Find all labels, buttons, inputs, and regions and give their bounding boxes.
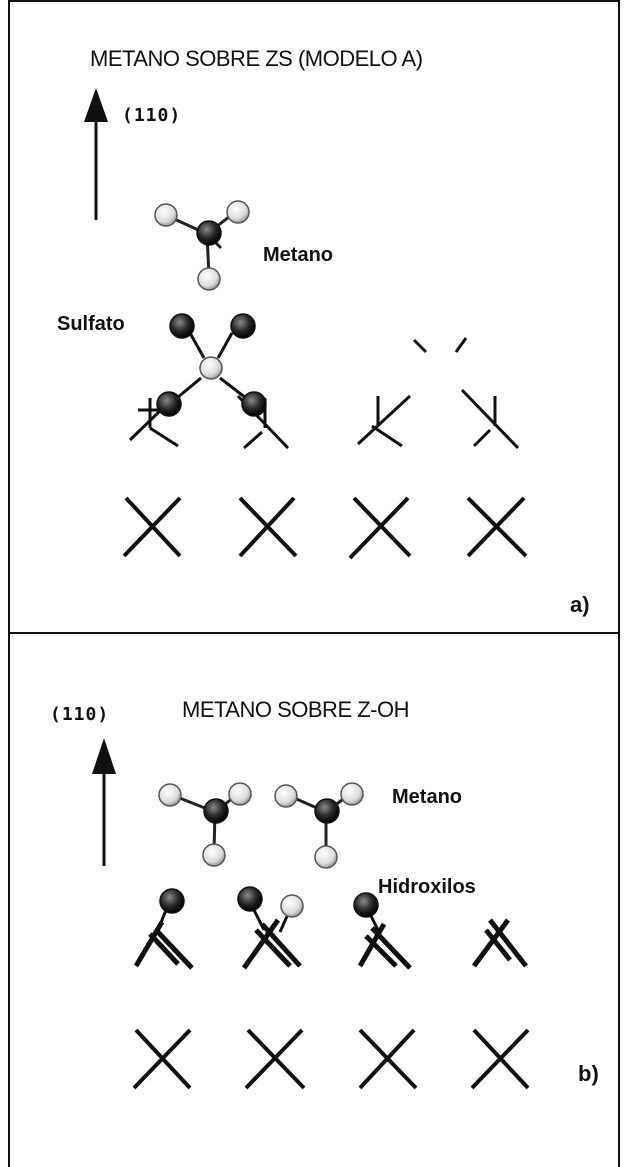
surface-layer-b-bottom — [132, 1028, 530, 1090]
methane-molecule-b2 — [274, 782, 364, 869]
surface-layer-a-bottom — [122, 496, 528, 560]
methane-label-a: Metano — [263, 244, 333, 266]
hydroxyls-label: Hidroxilos — [378, 876, 476, 898]
hydrogen-atom — [228, 782, 252, 806]
hydrogen-atom — [154, 203, 178, 227]
hydrogen-atom — [197, 267, 221, 291]
hydroxyl-hydrogen-atom — [280, 894, 304, 918]
panel-a-title: METANO SOBRE ZS (MODELO A) — [90, 46, 423, 71]
hydrogen-atom — [340, 782, 364, 806]
methane-molecule-b1 — [158, 782, 252, 867]
panel-a-tag: a) — [570, 592, 590, 617]
methane-label-b: Metano — [392, 786, 462, 808]
hydroxyl-oxygen-atom — [353, 892, 379, 918]
oxygen-atom — [169, 313, 195, 339]
panel-b-tag: b) — [578, 1061, 599, 1086]
oxygen-atom — [241, 391, 267, 417]
panel-b — [8, 634, 620, 1167]
oxygen-atom — [230, 313, 256, 339]
methane-molecule-a — [154, 200, 250, 291]
surface-layer-a-top — [128, 337, 520, 450]
sulfate-label: Sulfato — [57, 313, 125, 335]
carbon-atom — [196, 220, 222, 246]
surface-layer-b-top — [133, 886, 528, 970]
hydroxyl-oxygen-atom — [159, 888, 185, 914]
carbon-atom — [203, 798, 229, 824]
sulfur-atom — [199, 356, 223, 380]
sulfate-group-a — [169, 313, 256, 400]
direction-arrow-a — [84, 88, 108, 220]
direction-label-a: (110) — [122, 105, 182, 126]
panel-a — [8, 0, 620, 634]
hydrogen-atom — [158, 783, 182, 807]
direction-arrow-b — [92, 738, 116, 866]
direction-label-b: (110) — [50, 704, 110, 725]
hydrogen-atom — [274, 784, 298, 808]
oxygen-atom — [156, 391, 182, 417]
hydroxyl-oxygen-atom — [237, 886, 263, 912]
hydrogen-atom — [314, 845, 338, 869]
hydrogen-atom — [226, 200, 250, 224]
hydrogen-atom — [202, 843, 226, 867]
panel-b-title: METANO SOBRE Z-OH — [182, 697, 410, 722]
carbon-atom — [314, 798, 340, 824]
